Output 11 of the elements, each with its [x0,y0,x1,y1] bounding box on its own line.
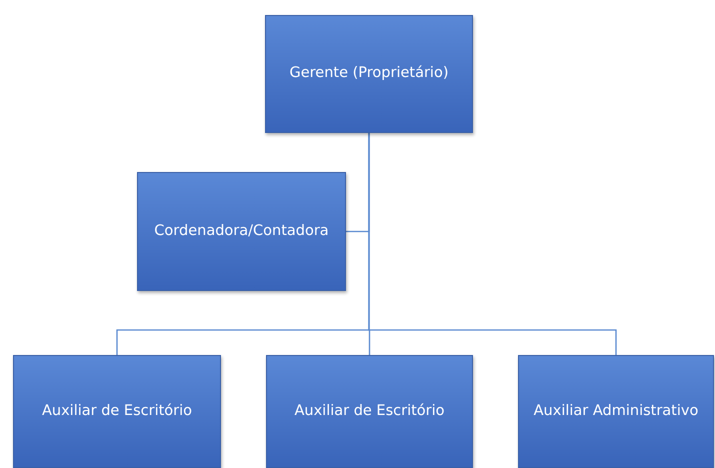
role-title: Auxiliar de Escritório [40,402,194,420]
role-title: Auxiliar Administrativo [532,402,700,420]
role-title: Cordenadora/Contadora [153,222,330,240]
org-box [137,172,346,291]
role-title: Gerente (Proprietário) [288,65,450,83]
org-box [265,15,473,133]
connector-line [368,133,617,355]
org-box [266,355,473,468]
role-title: Auxiliar de Escritório [293,402,446,420]
org-box [13,355,221,468]
org-box [518,355,714,468]
